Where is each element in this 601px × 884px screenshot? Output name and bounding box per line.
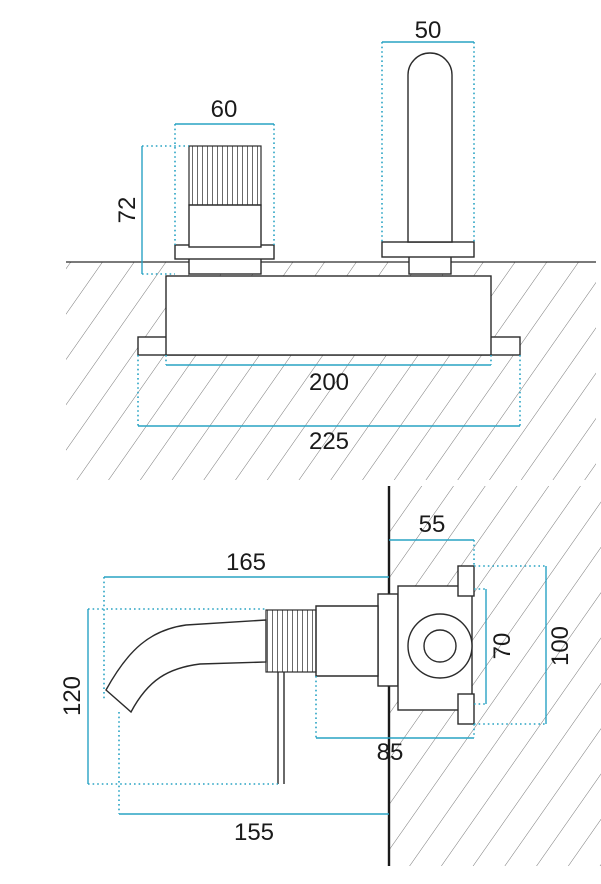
spout-side: [105, 605, 379, 784]
dim-60-label: 60: [211, 96, 238, 123]
dim-120-label: 120: [59, 676, 86, 716]
dim-165-label: 165: [226, 549, 266, 576]
dim-55-label: 55: [419, 511, 446, 538]
mixer-handle: [174, 145, 275, 275]
dim-85-label: 85: [377, 739, 404, 766]
side-view: 55 165 120 70 100 85 155: [59, 486, 601, 866]
dim-72-label: 72: [114, 197, 141, 224]
concealed-body: [165, 275, 492, 356]
dim-200-label: 200: [309, 369, 349, 396]
dim-70-label: 70: [489, 633, 516, 660]
wall-body-side: [377, 565, 475, 725]
top-view: 60 72 50 200 225: [66, 17, 596, 480]
dim-155-label: 155: [234, 819, 274, 846]
dim-225-label: 225: [309, 428, 349, 455]
dim-50-label: 50: [415, 17, 442, 44]
dim-100-label: 100: [547, 626, 574, 666]
spout-top: [381, 52, 475, 275]
